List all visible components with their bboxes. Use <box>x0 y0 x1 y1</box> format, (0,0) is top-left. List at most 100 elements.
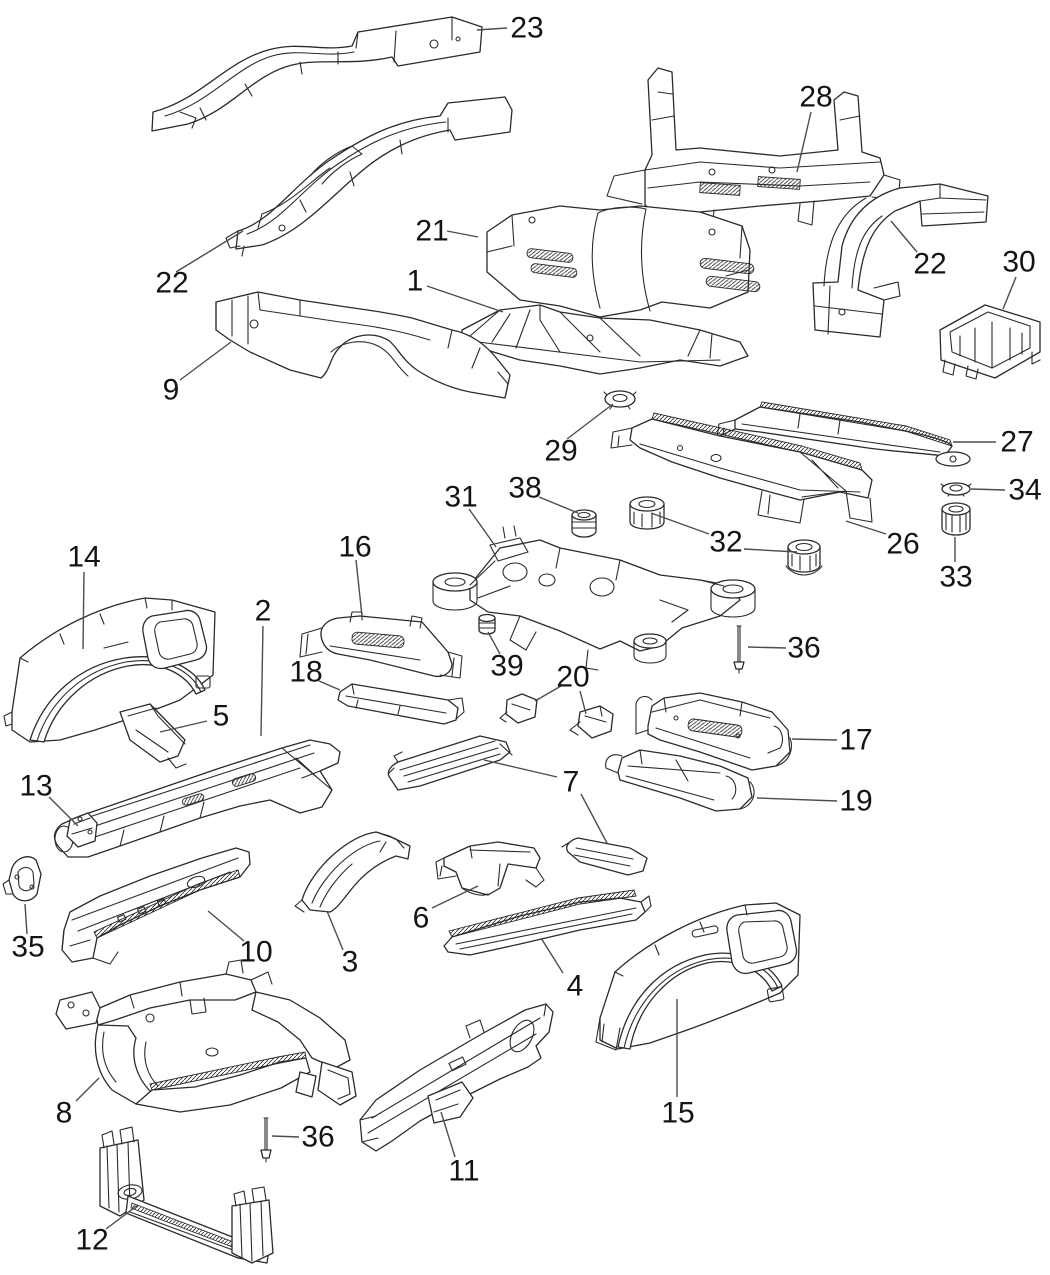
part-12-lower-crossmember <box>99 1126 274 1264</box>
callout-34[interactable]: 34 <box>970 474 1042 507</box>
callout-label[interactable]: 21 <box>415 215 448 248</box>
callout-label[interactable]: 28 <box>799 81 832 114</box>
part-27-rear-rail-extension <box>716 401 971 467</box>
leader-line <box>468 508 497 548</box>
callout-label[interactable]: 14 <box>67 541 100 574</box>
leader-line <box>845 520 887 535</box>
leader-line <box>1002 276 1017 310</box>
callout-label[interactable]: 35 <box>11 931 44 964</box>
leader-line <box>207 910 245 942</box>
callout-19[interactable]: 19 <box>756 785 873 818</box>
callout-27[interactable]: 27 <box>953 426 1034 459</box>
callout-label[interactable]: 9 <box>163 374 180 407</box>
leader-line <box>540 937 564 974</box>
callout-4[interactable]: 4 <box>540 937 584 1003</box>
callout-label[interactable]: 34 <box>1008 474 1041 507</box>
callout-21[interactable]: 21 <box>415 215 479 248</box>
callout-14[interactable]: 14 <box>67 541 101 650</box>
leader-line <box>446 230 479 238</box>
callout-label[interactable]: 38 <box>508 472 541 505</box>
part-8-front-crossmember <box>55 959 357 1113</box>
callout-35[interactable]: 35 <box>11 903 45 964</box>
callout-label[interactable]: 22 <box>155 267 188 300</box>
callout-31[interactable]: 31 <box>444 481 497 548</box>
callout-8[interactable]: 8 <box>56 1077 100 1130</box>
callout-label[interactable]: 8 <box>56 1097 73 1130</box>
callout-label[interactable]: 1 <box>407 265 424 298</box>
callout-label[interactable]: 19 <box>839 785 872 818</box>
part-14-wheelhouse-left <box>3 597 216 743</box>
callout-label[interactable]: 3 <box>342 946 359 979</box>
callout-36-bottom[interactable]: 36 <box>271 1121 335 1154</box>
callout-6[interactable]: 6 <box>413 885 479 935</box>
callout-15[interactable]: 15 <box>661 999 695 1130</box>
callout-label[interactable]: 22 <box>913 248 946 281</box>
callout-30[interactable]: 30 <box>1002 246 1036 310</box>
callout-26[interactable]: 26 <box>845 520 920 561</box>
leader-line <box>326 910 344 951</box>
callout-label[interactable]: 10 <box>239 936 272 969</box>
callout-36-right[interactable]: 36 <box>747 632 821 665</box>
part-31-suspension-crossmember <box>432 525 756 671</box>
callout-18[interactable]: 18 <box>289 656 341 691</box>
callout-label[interactable]: 36 <box>301 1121 334 1154</box>
callout-label[interactable]: 27 <box>1000 426 1033 459</box>
part-11-front-rail-right <box>359 1003 554 1152</box>
callout-label[interactable]: 39 <box>490 650 523 683</box>
callout-label[interactable]: 6 <box>413 902 430 935</box>
callout-11[interactable]: 11 <box>440 1111 480 1188</box>
callout-9[interactable]: 9 <box>163 341 232 407</box>
callout-39[interactable]: 39 <box>487 631 524 683</box>
callout-5[interactable]: 5 <box>159 700 230 733</box>
callout-label[interactable]: 31 <box>444 481 477 514</box>
callout-label[interactable]: 32 <box>709 526 742 559</box>
callout-label[interactable]: 4 <box>567 970 584 1003</box>
callout-label[interactable]: 30 <box>1002 246 1035 279</box>
callout-label[interactable]: 26 <box>886 528 919 561</box>
callout-2[interactable]: 2 <box>255 595 272 737</box>
callout-label[interactable]: 7 <box>563 766 580 799</box>
callout-label[interactable]: 33 <box>939 561 972 594</box>
callout-38[interactable]: 38 <box>508 472 579 514</box>
callout-16[interactable]: 16 <box>338 531 372 617</box>
part-3-curved-sill <box>294 831 411 913</box>
callout-12[interactable]: 12 <box>75 1204 139 1257</box>
callout-label[interactable]: 11 <box>448 1155 479 1188</box>
callout-label[interactable]: 12 <box>75 1224 108 1257</box>
part-22-rear-rail-right <box>812 183 989 338</box>
part-34-washer <box>940 482 972 497</box>
callout-33[interactable]: 33 <box>939 537 973 594</box>
callout-label[interactable]: 29 <box>544 435 577 468</box>
part-20-bracket-a <box>499 693 538 724</box>
callout-label[interactable]: 18 <box>289 656 322 689</box>
callout-28[interactable]: 28 <box>796 81 833 173</box>
callout-label[interactable]: 15 <box>661 1097 694 1130</box>
callout-13[interactable]: 13 <box>19 770 79 827</box>
callout-label[interactable]: 2 <box>255 595 272 628</box>
callout-23[interactable]: 23 <box>476 12 544 45</box>
leader-line <box>791 738 838 741</box>
callout-label[interactable]: 13 <box>19 770 52 803</box>
callout-32[interactable]: 32 <box>650 512 798 559</box>
callout-label[interactable]: 23 <box>510 12 543 45</box>
callout-22-left[interactable]: 22 <box>155 230 244 300</box>
callout-17[interactable]: 17 <box>791 724 873 757</box>
part-7-sill-strip-upper <box>387 735 513 791</box>
callout-label[interactable]: 17 <box>839 724 872 757</box>
callout-label[interactable]: 20 <box>556 661 589 694</box>
part-5-bracket <box>119 703 187 769</box>
callout-22-right[interactable]: 22 <box>890 220 947 281</box>
callout-label[interactable]: 16 <box>338 531 371 564</box>
callout-10[interactable]: 10 <box>207 910 273 969</box>
callout-29[interactable]: 29 <box>544 403 614 468</box>
leader-line <box>483 759 558 778</box>
callout-20[interactable]: 20 <box>534 661 590 715</box>
callout-label[interactable]: 36 <box>787 632 820 665</box>
callout-1[interactable]: 1 <box>407 265 504 313</box>
callout-7[interactable]: 7 <box>483 759 608 844</box>
callout-3[interactable]: 3 <box>326 910 359 979</box>
part-35-plate <box>2 856 42 902</box>
part-36-bolt-bottom <box>260 1117 272 1163</box>
leader-line <box>476 27 508 31</box>
callout-label[interactable]: 5 <box>213 700 230 733</box>
